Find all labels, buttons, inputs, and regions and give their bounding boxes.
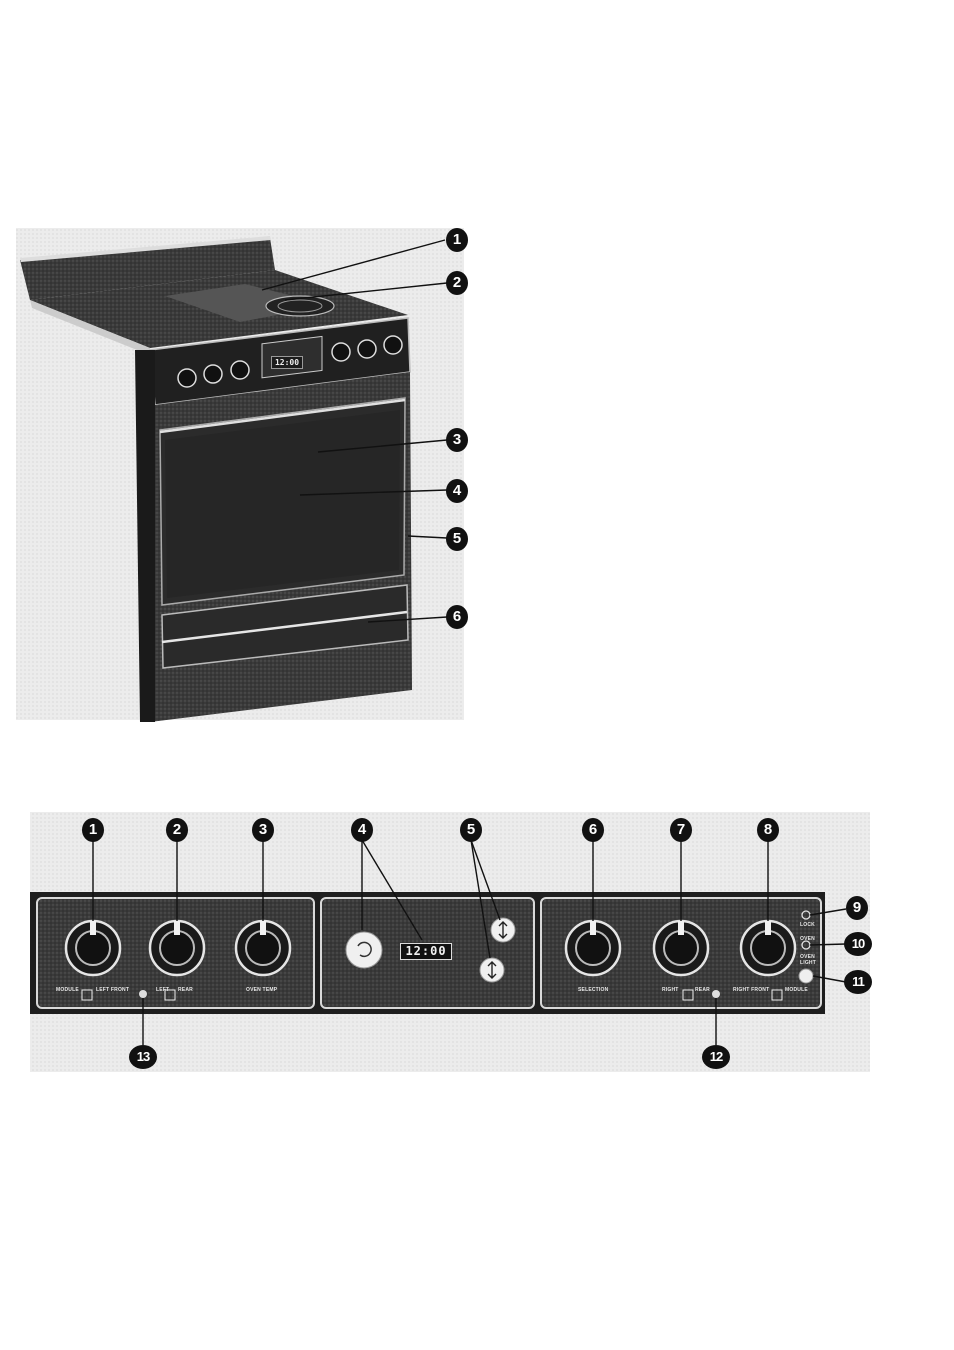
clock-display: 12:00 — [400, 943, 452, 960]
knob-right-front — [741, 921, 795, 975]
panel-callout-3: 3 — [252, 818, 274, 842]
knob-oven-temp — [236, 921, 290, 975]
knob-selection — [566, 921, 620, 975]
panel-callout-1: 1 — [82, 818, 104, 842]
panel-callout-5: 5 — [460, 818, 482, 842]
surface-light-left — [139, 990, 147, 998]
knob-left-front — [66, 921, 120, 975]
label-lock: LOCK — [800, 922, 815, 928]
panel-callout-11: 11 — [844, 970, 872, 994]
label-selection: SELECTION — [578, 987, 608, 993]
label-right-front: RIGHT FRONT — [733, 987, 769, 993]
panel-callout-10: 10 — [844, 932, 872, 956]
panel-callout-8: 8 — [757, 818, 779, 842]
knob-right-rear — [654, 921, 708, 975]
panel-callout-9: 9 — [846, 896, 868, 920]
panel-callout-4: 4 — [351, 818, 373, 842]
panel-callout-7: 7 — [670, 818, 692, 842]
panel-callout-13: 13 — [129, 1045, 157, 1069]
panel-callout-6: 6 — [582, 818, 604, 842]
label-rear-left: REAR — [178, 987, 193, 993]
label-oven-light: OVEN LIGHT — [800, 954, 822, 966]
label-oven-temp: OVEN TEMP — [246, 987, 277, 993]
oven-light-switch — [799, 969, 813, 983]
label-oven: OVEN — [800, 936, 815, 942]
label-left: LEFT — [156, 987, 169, 993]
knob-left-rear — [150, 921, 204, 975]
label-module-right: MODULE — [785, 987, 808, 993]
label-module-left: MODULE — [56, 987, 79, 993]
clock-set-knob — [346, 932, 382, 968]
label-right: RIGHT — [662, 987, 679, 993]
panel-callout-12: 12 — [702, 1045, 730, 1069]
surface-light-right — [712, 990, 720, 998]
label-rear-right: REAR — [695, 987, 710, 993]
label-left-front: LEFT FRONT — [96, 987, 129, 993]
panel-callout-2: 2 — [166, 818, 188, 842]
